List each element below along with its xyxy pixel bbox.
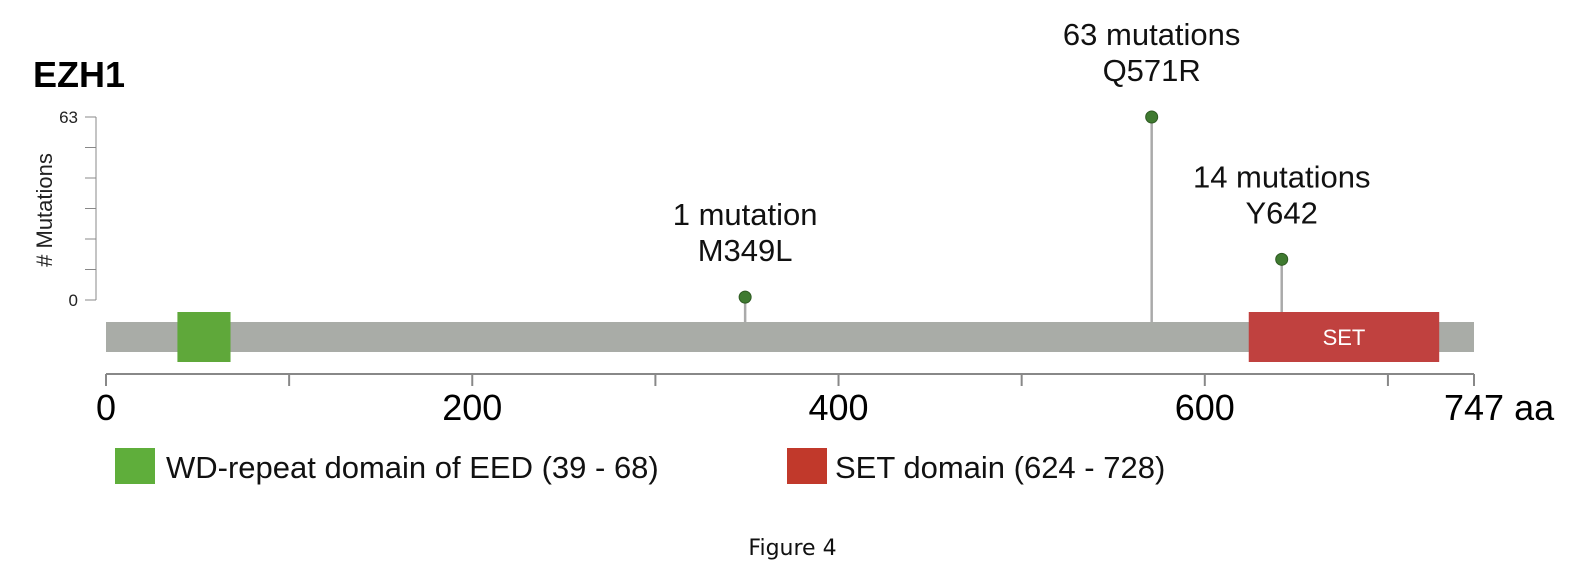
mutation-count-label: 63 mutations: [1063, 17, 1241, 52]
chart-title: EZH1: [33, 54, 125, 95]
mutation-count-label: 1 mutation: [673, 197, 818, 232]
lollipop-head: [738, 290, 752, 304]
lollipop-head: [1275, 252, 1289, 266]
y-axis-label: # Mutations: [32, 153, 57, 267]
x-tick-label: 747 aa: [1444, 387, 1555, 428]
mutation-count-label: 14 mutations: [1193, 159, 1371, 194]
x-tick-label: 0: [96, 387, 116, 428]
x-tick-label: 600: [1175, 387, 1235, 428]
lollipop-head: [1145, 110, 1159, 124]
x-axis: 0 200 400 600 747 aa: [96, 373, 1555, 428]
y-tick-label: 0: [69, 291, 78, 310]
legend-label-set: SET domain (624 - 728): [835, 450, 1165, 485]
domain-wd-repeat: [177, 312, 231, 362]
legend-label-wd-repeat: WD-repeat domain of EED (39 - 68): [166, 450, 659, 485]
x-tick-label: 200: [442, 387, 502, 428]
legend: WD-repeat domain of EED (39 - 68) SET dom…: [115, 448, 1165, 485]
x-tick-label: 400: [808, 387, 868, 428]
protein-backbone: [106, 322, 1474, 352]
lollipop-layer: [738, 110, 1289, 322]
mutation-change-label: Y642: [1246, 195, 1318, 230]
protein-backbone-layer: [106, 322, 1474, 352]
legend-swatch-wd-repeat: [115, 448, 155, 484]
domain-set: [1248, 312, 1440, 362]
y-axis: 63 0: [59, 108, 97, 310]
mutation-change-label: Q571R: [1103, 53, 1201, 88]
domain-layer: SET: [177, 312, 1440, 362]
mutation-change-label: M349L: [698, 233, 793, 268]
domain-label: SET: [1323, 325, 1366, 350]
y-tick-label: 63: [59, 108, 78, 127]
figure-caption: Figure 4: [748, 536, 837, 561]
legend-swatch-set: [787, 448, 827, 484]
